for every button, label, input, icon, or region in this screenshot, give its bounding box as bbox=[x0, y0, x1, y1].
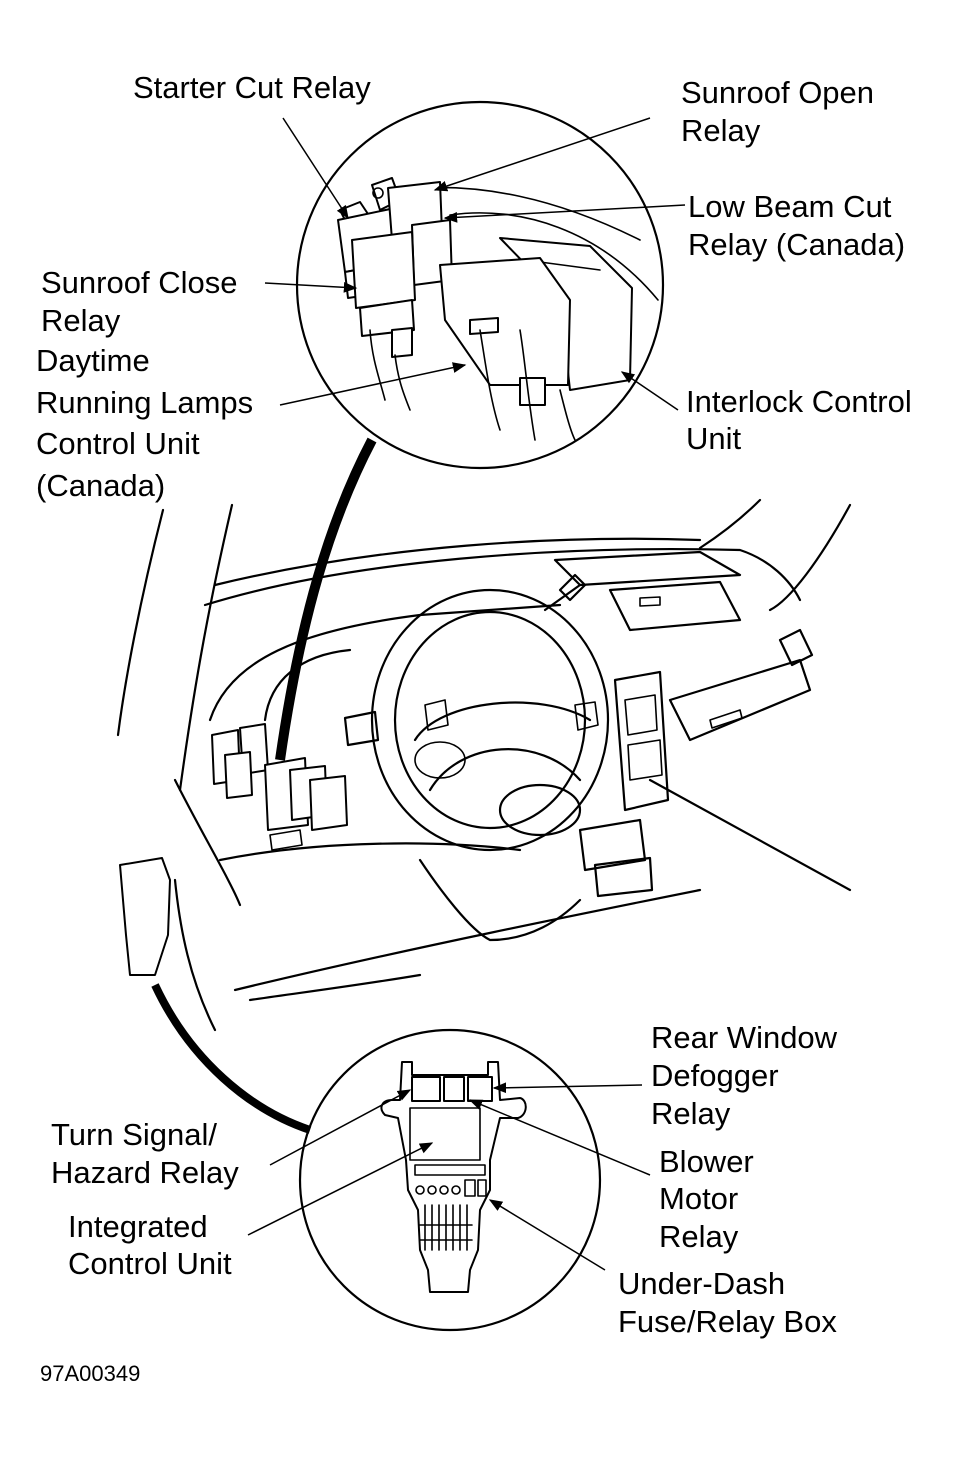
label-drl-control-unit-line3: Control Unit bbox=[36, 426, 200, 461]
leader-lines bbox=[247, 117, 686, 1271]
label-blower-motor-relay-line1: Blower bbox=[659, 1144, 754, 1179]
label-sunroof-open-relay-line2: Relay bbox=[681, 113, 761, 148]
blower-motor-relay bbox=[443, 1076, 465, 1102]
label-rear-window-defogger-relay-line3: Relay bbox=[651, 1096, 731, 1131]
rear-window-defogger-relay bbox=[467, 1076, 493, 1102]
label-blower-motor-relay-line2: Motor bbox=[659, 1181, 739, 1216]
sunroof-close-relay bbox=[351, 231, 416, 358]
under-dash-fuse-box-small bbox=[119, 857, 171, 976]
upper-detail-view bbox=[295, 100, 665, 470]
lower-callout-connector bbox=[151, 983, 312, 1134]
label-integrated-control-unit-line2: Control Unit bbox=[68, 1246, 232, 1281]
lower-detail-circle bbox=[298, 1028, 602, 1332]
label-drl-control-unit-line1: Daytime bbox=[36, 343, 150, 378]
label-interlock-control-unit-line1: Interlock Control bbox=[686, 384, 912, 419]
label-sunroof-open-relay-line1: Sunroof Open bbox=[681, 75, 875, 110]
label-starter-cut-relay: Starter Cut Relay bbox=[133, 70, 371, 105]
fuse-relay-box bbox=[380, 1061, 527, 1293]
label-sunroof-close-relay-line1: Sunroof Close bbox=[41, 265, 238, 300]
label-low-beam-cut-relay-line2: Relay (Canada) bbox=[688, 227, 906, 262]
figure-code: 97A00349 bbox=[40, 1361, 141, 1386]
dash-relay-cluster bbox=[211, 723, 348, 851]
dashboard-illustration bbox=[116, 498, 852, 1032]
label-drl-control-unit-line4: (Canada) bbox=[36, 468, 166, 503]
label-under-dash-fuse-box-line2: Fuse/Relay Box bbox=[618, 1304, 837, 1339]
label-rear-window-defogger-relay-line2: Defogger bbox=[651, 1058, 779, 1093]
label-turn-signal-hazard-relay-line1: Turn Signal/ bbox=[51, 1117, 217, 1152]
lower-detail-view bbox=[298, 1028, 602, 1332]
turn-signal-hazard-relay bbox=[411, 1076, 441, 1102]
label-drl-control-unit-line2: Running Lamps bbox=[36, 385, 254, 420]
label-turn-signal-hazard-relay-line2: Hazard Relay bbox=[51, 1155, 239, 1190]
integrated-control-unit bbox=[409, 1107, 481, 1161]
upper-callout-connector bbox=[275, 437, 377, 761]
label-low-beam-cut-relay-line1: Low Beam Cut bbox=[688, 189, 892, 224]
label-rear-window-defogger-relay-line1: Rear Window bbox=[651, 1020, 838, 1055]
label-integrated-control-unit-line1: Integrated bbox=[68, 1209, 208, 1244]
label-sunroof-close-relay-line2: Relay bbox=[41, 303, 121, 338]
drl-control-unit bbox=[439, 257, 571, 406]
label-blower-motor-relay-line3: Relay bbox=[659, 1219, 739, 1254]
steering-wheel bbox=[370, 588, 610, 852]
label-interlock-control-unit-line2: Unit bbox=[686, 421, 742, 456]
label-under-dash-fuse-box-line1: Under-Dash bbox=[618, 1266, 786, 1301]
